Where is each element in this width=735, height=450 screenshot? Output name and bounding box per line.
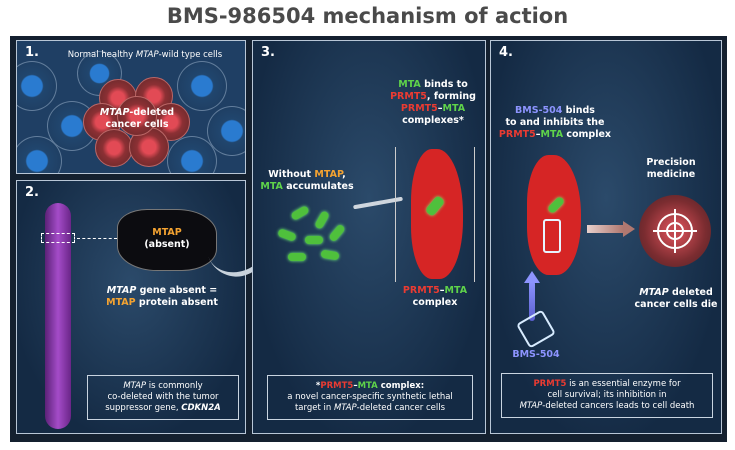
upward-arrow-icon bbox=[529, 281, 535, 321]
step-number: 3. bbox=[261, 45, 275, 60]
diagram-frame: 1. Normal healthy MTAP-wild type cells M… bbox=[10, 36, 727, 442]
arrow-head-icon bbox=[524, 271, 540, 283]
target-crosshair-icon bbox=[653, 209, 697, 253]
bms-504-molecule-icon bbox=[516, 309, 556, 349]
mtap-absent-label: MTAP(absent) bbox=[144, 227, 190, 250]
panel-1-healthy-cells: 1. Normal healthy MTAP-wild type cells M… bbox=[16, 40, 246, 174]
mtap-absent-shape bbox=[117, 209, 217, 271]
dashed-arrow-icon bbox=[77, 238, 117, 239]
step-number: 2. bbox=[25, 185, 39, 200]
panel-3-note: *PRMT5–MTA complex:a novel cancer-specif… bbox=[267, 375, 473, 420]
arrow-icon bbox=[587, 225, 623, 233]
mta-accumulates-text: Without MTAP,MTA accumulates bbox=[260, 169, 354, 192]
arrow-head-icon bbox=[623, 221, 635, 237]
prmt5-protein-icon bbox=[527, 155, 581, 275]
panel-1-caption: Normal healthy MTAP-wild type cells bbox=[67, 50, 223, 60]
complex-bracket bbox=[395, 147, 475, 282]
bms-504-label: BMS-504 bbox=[512, 349, 560, 360]
chromosome-icon bbox=[45, 203, 71, 429]
step-number: 4. bbox=[499, 45, 513, 60]
bms-504-bound-icon bbox=[543, 219, 561, 253]
step-number: 1. bbox=[25, 45, 39, 60]
gene-absent-text: MTAP gene absent =MTAP protein absent bbox=[106, 285, 218, 308]
panel-2-gene-deletion: 2. MTAP(absent) MTAP gene absent =MTAP p… bbox=[16, 180, 246, 434]
mtap-locus-marker bbox=[41, 233, 75, 243]
page-title: BMS-986504 mechanism of action bbox=[166, 4, 569, 28]
panel-3-prmt5-mta: 3. Without MTAP,MTA accumulates MTA bind… bbox=[252, 40, 486, 434]
prmt5-protein-icon bbox=[411, 149, 463, 279]
